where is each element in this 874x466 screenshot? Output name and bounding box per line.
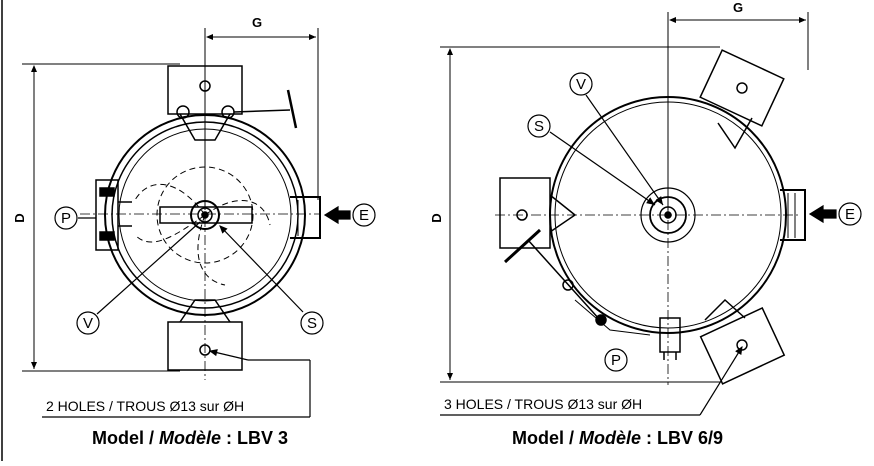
leader-s [219,225,304,313]
bracket-web-top-right [717,117,753,150]
shaft-center [659,206,677,224]
top-bracket-web [179,113,231,141]
shaft-center [197,207,213,223]
latch-rod [233,109,291,113]
rotor-outline [156,166,254,264]
caption-italic: Modèle [579,428,642,448]
dim-g-label: G [733,0,743,15]
latch-pin-1 [562,279,574,291]
caption-prefix: Model / [92,428,159,448]
housing-outer [104,114,306,316]
caption-model: : LBV 6/9 [641,428,724,448]
inlet-flange [290,196,321,239]
label-circle-p [604,348,628,372]
leader-v [96,221,201,315]
label-circle-p [54,206,78,230]
hub-ring [649,196,687,234]
left-clamp-body [95,179,119,251]
housing-inner [554,101,782,329]
latch-pin-2 [595,314,607,326]
dim-d-label: D [12,213,27,222]
inlet-arrow-e [323,205,351,225]
label-circle-e [352,203,376,227]
caption-prefix: Model / [512,428,579,448]
leader-s [549,131,656,206]
latch-handle [286,89,298,129]
hub-outer [640,187,696,243]
caption-model: : LBV 3 [221,428,289,448]
holes-leader-1 [208,349,249,361]
bottom-mounting-foot [167,321,243,371]
inlet-arrow-e [808,204,837,224]
bracket-web-bottom-right [704,298,746,321]
mount-foot-left [499,177,551,249]
caption-lbv3: Model / Modèle : LBV 3 [92,428,288,449]
label-circle-s [300,311,324,335]
holes-note-lbv3: 2 HOLES / TROUS Ø13 sur ØH [46,398,245,414]
mount-hole-left [516,209,528,221]
left-clamp-bolt-bottom [99,231,115,241]
top-mount-hole [199,80,211,92]
lbv3-text: G D P E V S [12,15,369,332]
dim-d-label: D [429,213,444,222]
bottom-bracket-web [179,299,231,323]
bracket-web-left [549,194,577,233]
dim-g-label: G [252,15,262,30]
label-s: S [534,118,544,135]
lbv3-callouts [42,203,376,418]
lbv69-text: G D E V S P [429,0,855,369]
lbv69-drawing [440,12,809,385]
caption-italic: Modèle [159,428,222,448]
shaft-collar [190,200,220,230]
housing-inner [118,128,292,302]
label-circle-v [569,72,593,96]
label-v: V [83,315,93,332]
label-circle-v [76,311,100,335]
lbv3-drawing [22,28,321,380]
latch-rod [527,239,601,321]
shaft-dot [201,211,209,219]
lbv69-callouts [440,72,862,416]
fan-blade-2 [204,200,271,226]
shaft-bar [159,206,253,224]
fan-blade-3 [197,214,226,286]
latch-link [574,299,651,336]
label-p: P [611,352,621,369]
mount-foot-bottom-right [699,306,786,385]
bottom-clamp-body [659,317,681,353]
latch-pin-left [176,105,190,119]
left-clamp-bolt-top [99,187,115,197]
fan-blade-4 [134,214,206,243]
label-circle-e [838,202,862,226]
leader-v [585,94,664,206]
holes-note-lbv69: 3 HOLES / TROUS Ø13 sur ØH [444,396,643,412]
label-e: E [845,206,855,223]
mount-foot-top-right [699,49,785,127]
label-v: V [576,76,586,93]
label-circle-s [527,114,551,138]
holes-leader [699,345,743,416]
fan-blade-1 [134,184,206,216]
label-e: E [359,207,369,224]
shaft-dot [664,211,672,219]
caption-lbv69: Model / Modèle : LBV 6/9 [512,428,723,449]
latch-handle [503,228,542,264]
label-s: S [307,315,317,332]
inlet-flange [780,189,806,241]
label-p: P [61,210,71,227]
